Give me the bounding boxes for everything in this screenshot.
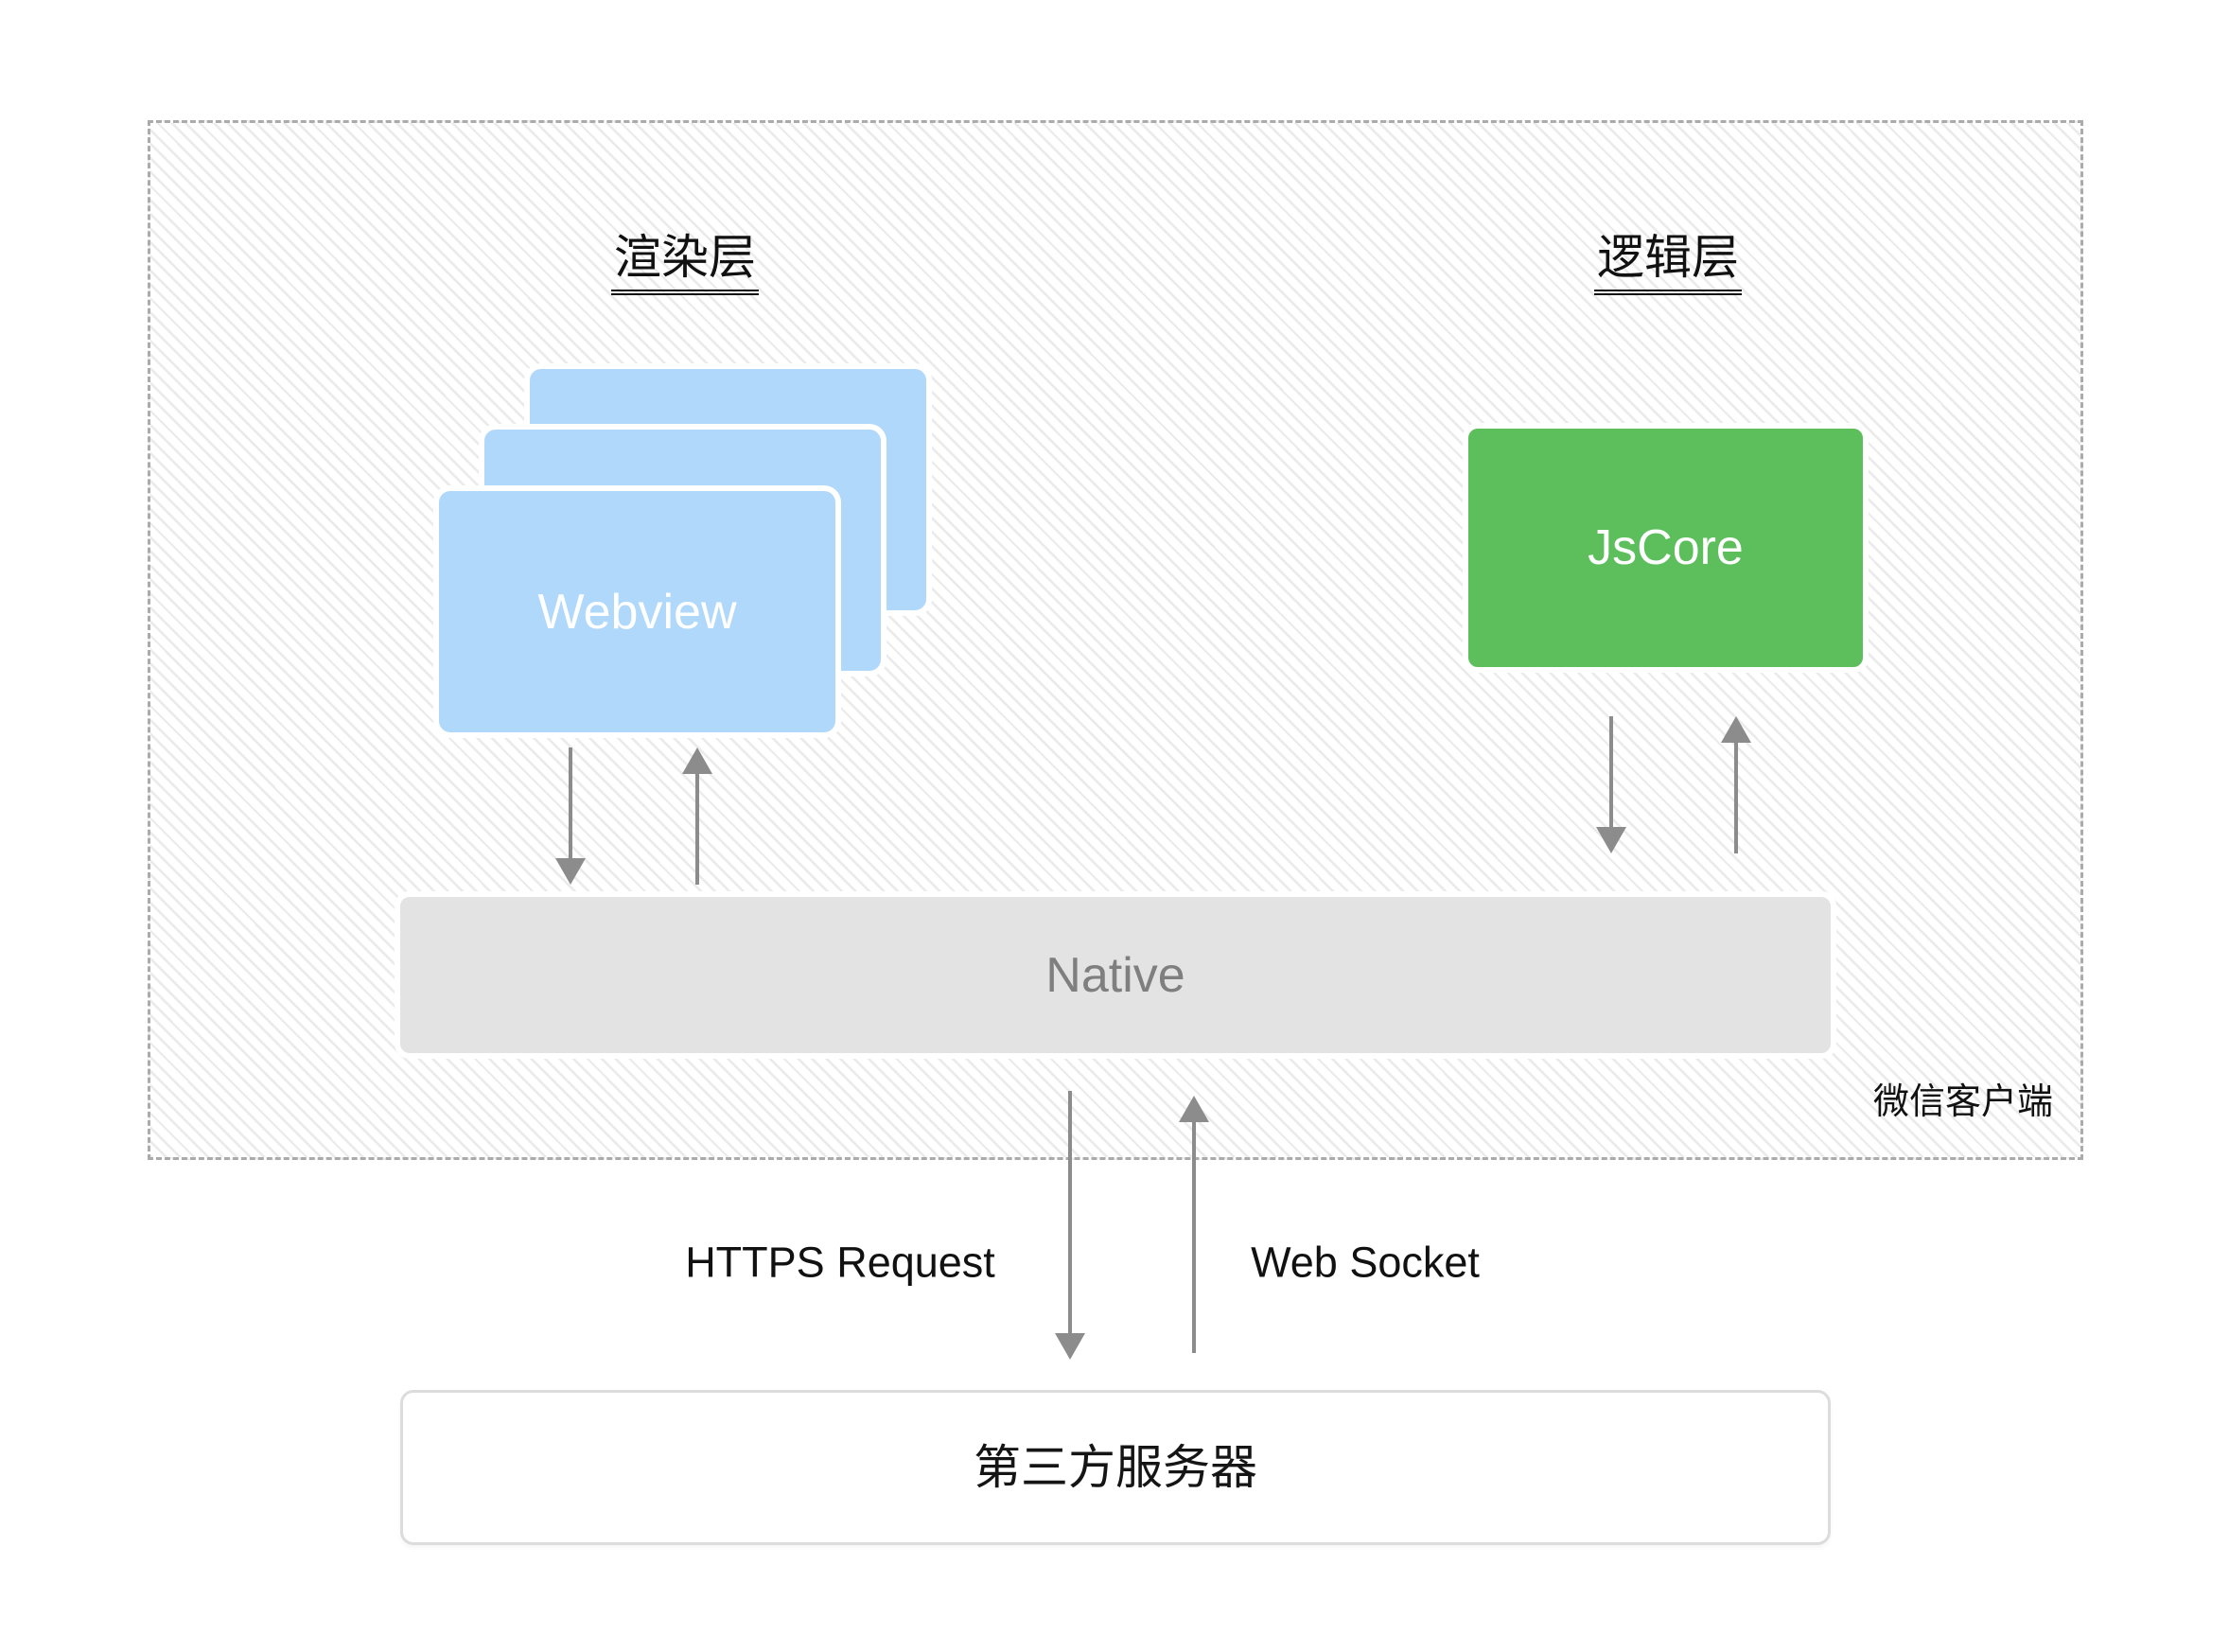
native-bar: Native	[395, 891, 1836, 1059]
third-party-server-box: 第三方服务器	[400, 1390, 1831, 1545]
web-socket-label: Web Socket	[1251, 1238, 1480, 1287]
https-request-label: HTTPS Request	[685, 1238, 995, 1287]
arrow-shaft	[569, 747, 572, 873]
webview-card-front: Webview	[433, 485, 841, 738]
native-label: Native	[1045, 947, 1185, 1003]
arrow-shaft	[1734, 728, 1738, 853]
third-party-server-label: 第三方服务器	[974, 1441, 1257, 1494]
arrow-shaft	[695, 759, 699, 885]
native-to-jscore-arrow	[1721, 716, 1751, 853]
wechat-client-label: 微信客户端	[1873, 1082, 2054, 1122]
jscore-box: JsCore	[1463, 423, 1869, 673]
arrow-shaft	[1068, 1091, 1072, 1348]
native-to-server-arrow	[1055, 1091, 1085, 1360]
arrow-shaft	[1192, 1107, 1196, 1353]
server-to-native-arrow	[1179, 1096, 1209, 1353]
arrow-shaft	[1609, 716, 1613, 842]
webview-label: Webview	[537, 584, 737, 640]
webview-to-native-arrow	[555, 747, 586, 885]
jscore-to-native-arrow	[1596, 716, 1626, 853]
jscore-label: JsCore	[1588, 520, 1744, 575]
logic-layer-title: 逻辑层	[1594, 234, 1742, 295]
native-to-webview-arrow	[682, 747, 712, 885]
render-layer-title: 渲染层	[611, 234, 759, 295]
